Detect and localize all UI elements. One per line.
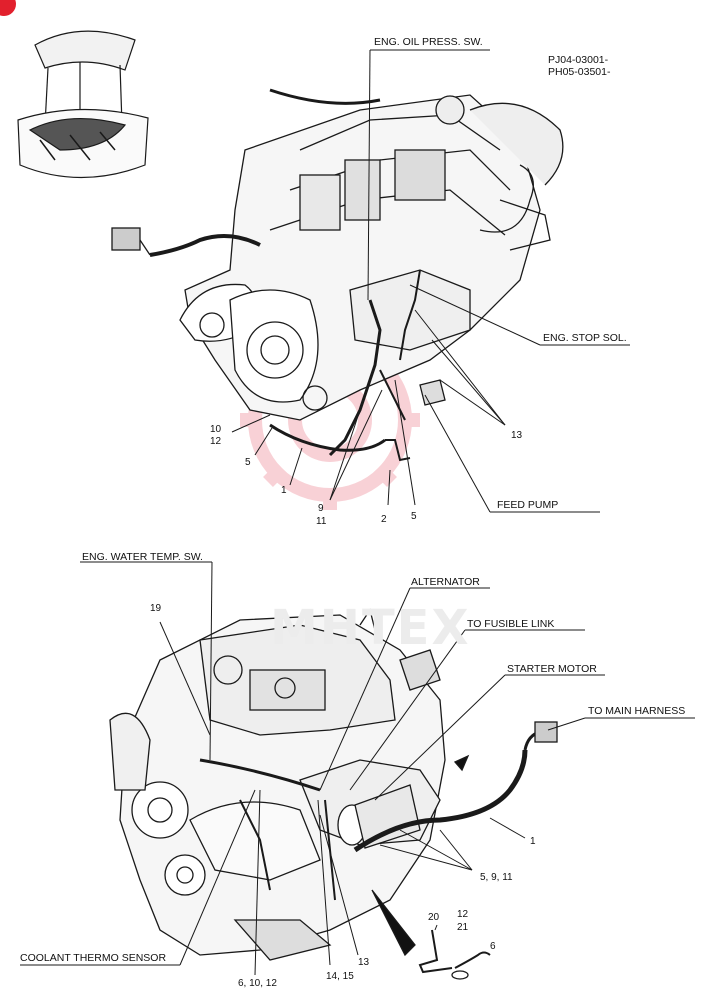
callout-14-15: 14, 15 — [326, 971, 354, 982]
machine-inset-sketch — [17, 30, 149, 179]
label-eng-oil-press-sw: ENG. OIL PRESS. SW. — [374, 36, 483, 48]
callout-10-top: 10 — [210, 424, 222, 435]
bottom-engine-drawing — [109, 608, 558, 980]
callout-11-top: 11 — [316, 516, 327, 527]
callout-1-top: 1 — [281, 485, 287, 496]
callout-13-top: 13 — [511, 430, 523, 441]
bottom-leader-lines — [20, 561, 695, 976]
label-to-fusible-link: TO FUSIBLE LINK — [467, 618, 555, 630]
callout-2-top: 2 — [381, 514, 387, 525]
label-eng-water-temp-sw: ENG. WATER TEMP. SW. — [82, 551, 203, 563]
callout-1-bottom: 1 — [530, 836, 536, 847]
callout-6-10-12: 6, 10, 12 — [238, 978, 277, 989]
callout-6-bottom: 6 — [490, 941, 496, 952]
callout-9-top: 9 — [318, 503, 324, 514]
callout-5b-top: 5 — [411, 511, 417, 522]
callout-5a-top: 5 — [245, 457, 251, 468]
callout-21: 21 — [457, 922, 469, 933]
callout-19: 19 — [150, 603, 162, 614]
page-code-2: PH05-03501- — [548, 66, 611, 78]
callout-12-top: 12 — [210, 436, 222, 447]
watermark-text: MHTEX — [270, 600, 471, 656]
label-coolant-thermo-sensor: COOLANT THERMO SENSOR — [20, 952, 167, 964]
label-to-main-harness: TO MAIN HARNESS — [588, 705, 686, 717]
label-feed-pump: FEED PUMP — [497, 499, 559, 511]
label-alternator: ALTERNATOR — [411, 576, 480, 588]
corner-badge — [0, 0, 16, 16]
callout-12-bottom: 12 — [457, 909, 469, 920]
label-eng-stop-sol: ENG. STOP SOL. — [543, 332, 627, 344]
label-starter-motor: STARTER MOTOR — [507, 663, 597, 675]
page-code-1: PJ04-03001- — [548, 54, 609, 66]
callout-5-9-11: 5, 9, 11 — [480, 872, 513, 883]
top-leader-lines — [231, 49, 630, 513]
top-engine-drawing — [111, 88, 564, 462]
callout-20: 20 — [428, 912, 440, 923]
callout-13-bottom: 13 — [358, 957, 370, 968]
